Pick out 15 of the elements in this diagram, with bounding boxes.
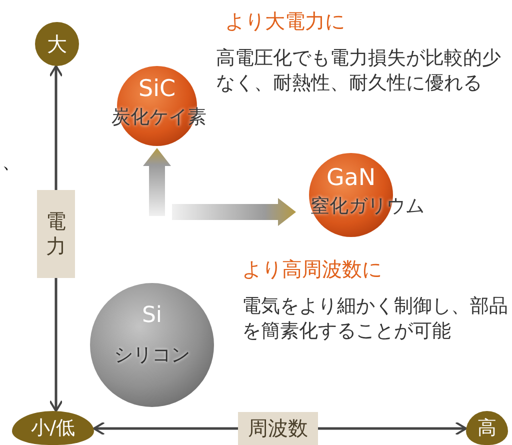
material-sphere: Si シリコン <box>90 283 214 407</box>
axis-label-box: 電力 <box>37 190 75 278</box>
stray-mark: 、 <box>2 150 22 175</box>
axis-end-circle: 大 <box>35 22 79 66</box>
arrow <box>49 65 63 190</box>
arrow <box>318 422 467 436</box>
axis-label-box: 周波数 <box>238 412 318 445</box>
heading: より大電力に <box>225 8 346 34</box>
heading: より高周波数に <box>242 256 383 282</box>
arrow <box>143 148 171 216</box>
description-text: 高電圧化でも電力損失が比較的少なく、耐熱性、耐久性に優れる <box>216 46 502 96</box>
description-text: 電気をより細かく制御し、部品を簡素化することが可能 <box>242 294 509 344</box>
arrow <box>93 422 238 436</box>
arrow <box>49 278 63 412</box>
arrow <box>172 198 296 226</box>
